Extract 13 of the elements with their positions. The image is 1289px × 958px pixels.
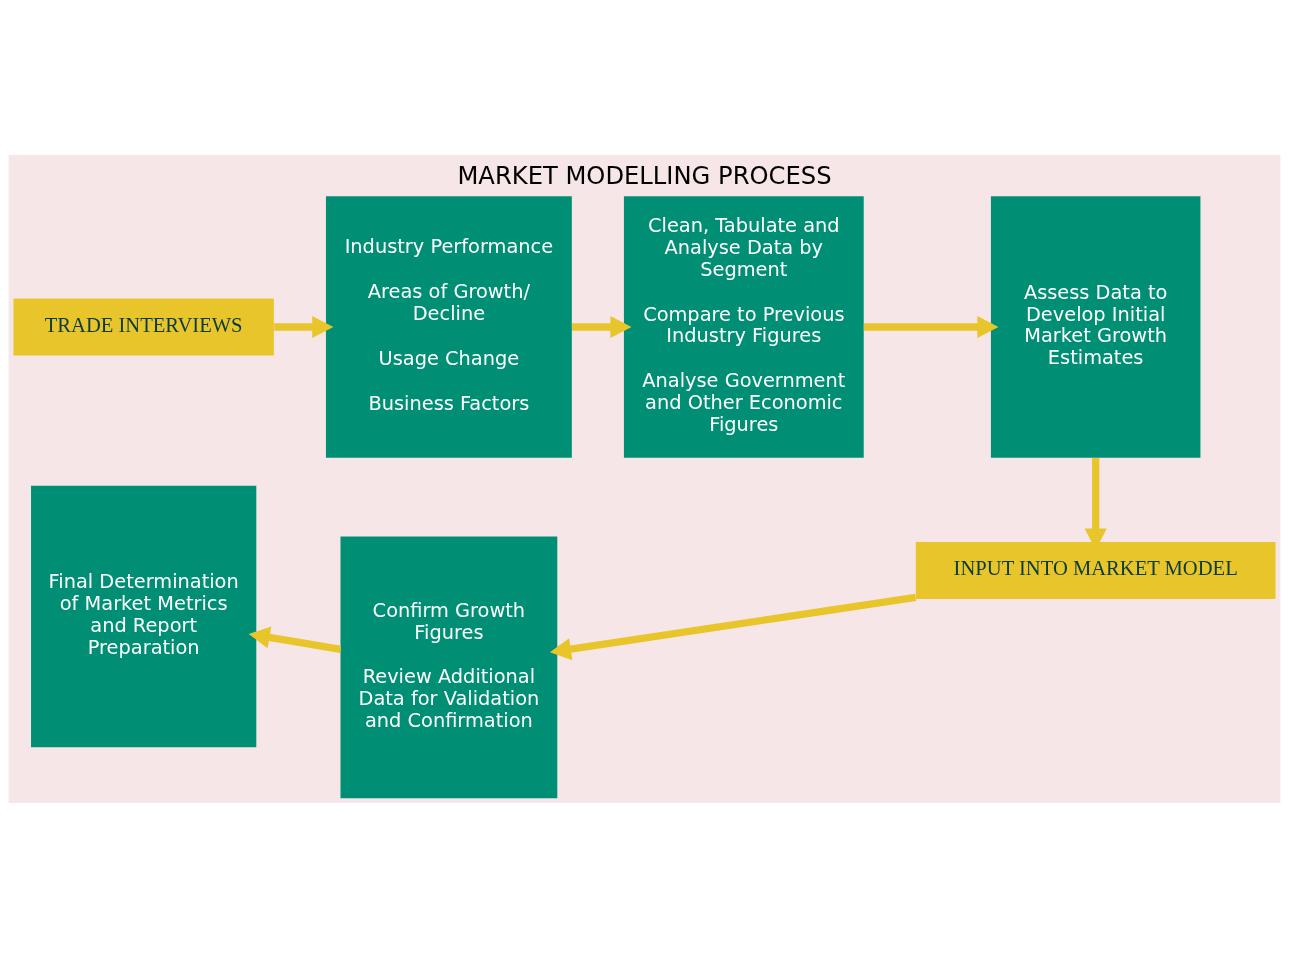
arrow xyxy=(248,626,342,653)
arrow xyxy=(863,315,999,339)
arrow xyxy=(549,593,917,661)
diagram-title: MARKET MODELLING PROCESS xyxy=(457,162,832,191)
node-box: Final Determination of Market Metrics and Report Preparation xyxy=(31,485,257,748)
node-box: Industry Performance Areas of Growth/ Decline Usage Change Business Factors xyxy=(325,196,572,458)
node-box: Confirm Growth Figures Review Additional Data for Validation and Confirmation xyxy=(340,536,558,799)
node-box: TRADE INTERVIEWS xyxy=(13,298,274,356)
arrow xyxy=(274,315,334,339)
node-box: INPUT INTO MARKET MODEL xyxy=(915,542,1276,599)
arrow xyxy=(572,315,632,339)
node-box: Assess Data to Develop Initial Market Growth Estimates xyxy=(990,196,1201,458)
node-box: Clean, Tabulate and Analyse Data by Segment Compare to Previous Industry Figures Analyse Government and Other Economic Figures xyxy=(623,196,864,458)
